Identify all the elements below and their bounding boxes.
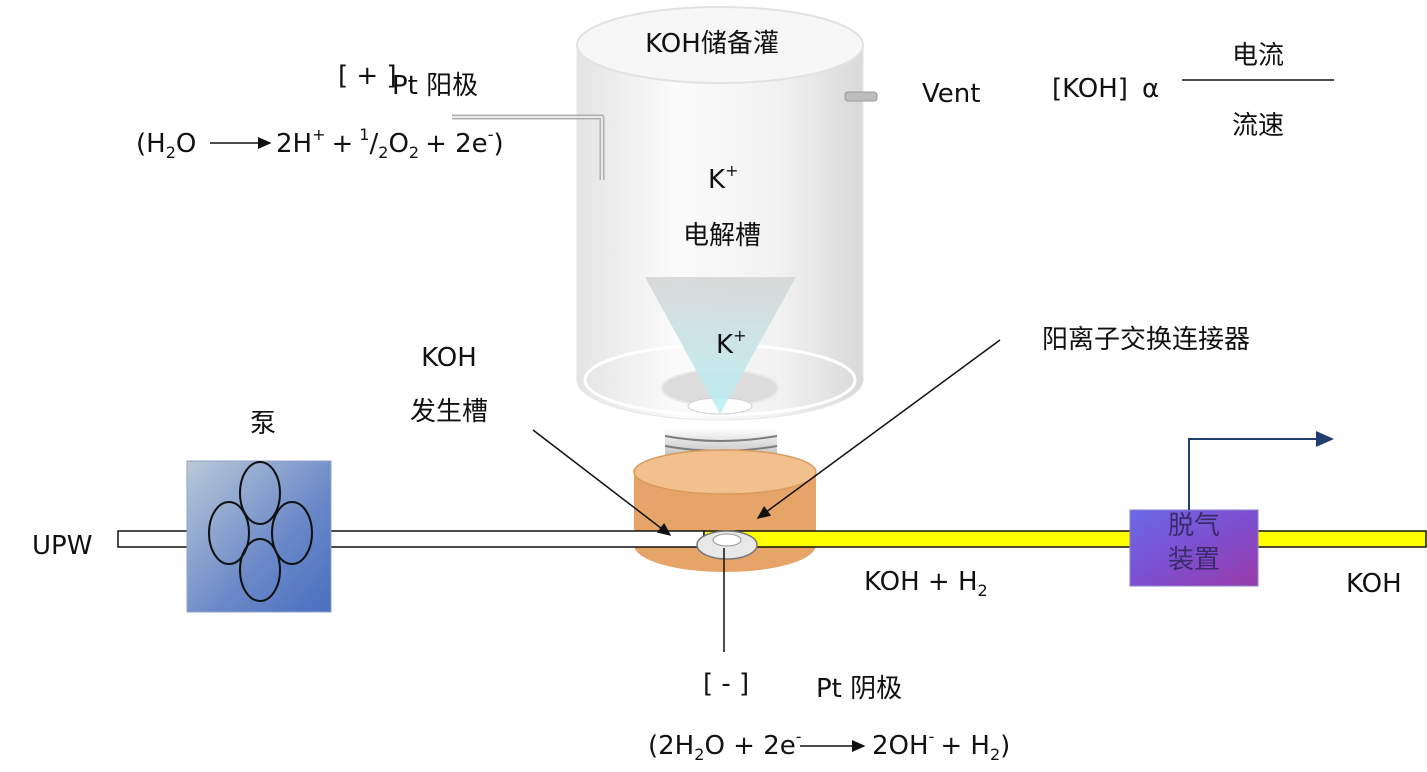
koh-h2-label: KOH + H2 xyxy=(864,567,988,600)
anode-rod xyxy=(452,114,605,180)
degasser-label-line1: 脱气 xyxy=(1168,511,1220,541)
koh-pipe xyxy=(703,530,1427,548)
generator-label-line1: KOH xyxy=(421,343,477,373)
tank-label: KOH储备灌 xyxy=(645,29,779,59)
k-ion-beam-label: K+ xyxy=(716,326,746,360)
svg-text:2H++1/2O2+ 2e-): 2H++1/2O2+ 2e-) xyxy=(276,125,504,162)
svg-text:[KOH]: [KOH] xyxy=(1052,74,1128,104)
k-ion-top-label: K+ xyxy=(708,161,738,195)
cathode-bracket: [ - ] xyxy=(703,669,749,699)
cathode-label: Pt 阴极 xyxy=(816,674,902,704)
connector-pointer-arrow xyxy=(756,339,1001,519)
koh-concentration-formula: [KOH] α 电流 流速 xyxy=(1052,41,1334,141)
svg-text:(2H2O + 2e-: (2H2O + 2e- xyxy=(648,727,802,764)
cation-exchange-connector-disc xyxy=(696,530,758,560)
cation-connector-label: 阳离子交换连接器 xyxy=(1042,325,1250,355)
cathode-reaction-equation: (2H2O + 2e- 2OH-+ H2) xyxy=(648,727,1010,764)
anode-bracket: [ + ] xyxy=(338,61,397,91)
generator-label-line2: 发生槽 xyxy=(410,397,488,427)
anode-label: Pt 阳极 xyxy=(392,71,478,101)
pump-label: 泵 xyxy=(250,409,276,439)
koh-out-label: KOH xyxy=(1346,569,1402,599)
degasser-unit xyxy=(1129,509,1259,587)
upw-label: UPW xyxy=(32,531,92,561)
generator-pointer-arrow xyxy=(532,429,672,536)
k-ion-migration-beam xyxy=(645,277,796,414)
pump-icon xyxy=(186,460,332,613)
koh-reservoir-tank xyxy=(576,6,864,421)
electrolysis-cell-label: 电解槽 xyxy=(683,221,761,251)
svg-text:(H2O: (H2O xyxy=(136,129,196,162)
svg-text:α: α xyxy=(1142,74,1159,104)
vent-port xyxy=(844,91,878,102)
vent-label: Vent xyxy=(922,79,980,109)
gas-vent-arrow xyxy=(1188,431,1334,510)
anode-reaction-equation: (H2O 2H++1/2O2+ 2e-) xyxy=(136,125,504,162)
degasser-label-line2: 装置 xyxy=(1168,545,1220,575)
svg-text:电流: 电流 xyxy=(1232,41,1284,71)
svg-text:2OH-+ H2): 2OH-+ H2) xyxy=(872,727,1010,764)
svg-text:流速: 流速 xyxy=(1232,111,1284,141)
